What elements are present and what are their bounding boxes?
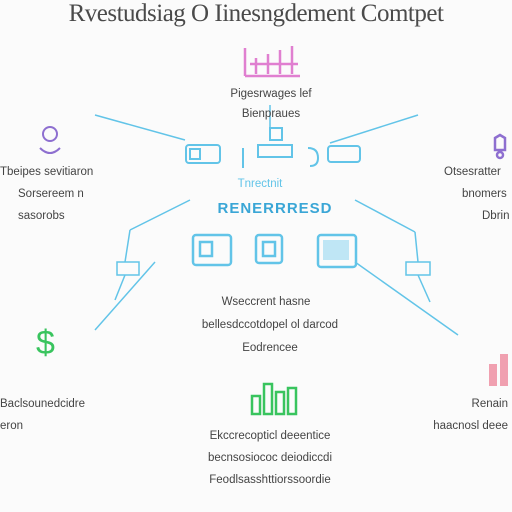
bottom-node-label-2: becnsosiococ deiodiccdi bbox=[207, 452, 333, 464]
top-chart-graphic bbox=[243, 46, 300, 78]
left-bottom-node-label-1: Baclsounedcidre bbox=[0, 398, 86, 410]
connector-right-stub bbox=[417, 274, 431, 303]
connector-left-top bbox=[94, 114, 186, 141]
cable-icon bbox=[307, 147, 320, 167]
top-node-label-1: Pigesrwages lef bbox=[230, 88, 312, 100]
user-graphic bbox=[39, 126, 61, 154]
diagram-title: Rvestudsiag O Iinesngdement Comtpet bbox=[68, 0, 444, 27]
document-box-3-fill bbox=[323, 240, 349, 260]
center-block-label-1: Wseccrent hasne bbox=[221, 296, 311, 308]
bottom-node-label-3: Feodlsasshttiorssoordie bbox=[209, 474, 331, 486]
right-top-node-label-1: Otsesratter bbox=[444, 166, 501, 178]
center-block-label-3: Eodrencee bbox=[242, 342, 298, 354]
document-box-3 bbox=[316, 233, 358, 269]
side-device-right bbox=[405, 261, 431, 276]
document-box-2 bbox=[254, 233, 284, 265]
server-icon bbox=[269, 127, 283, 141]
right-bottom-chart-graphic bbox=[489, 354, 508, 386]
right-bottom-node-label-1: Renain bbox=[471, 398, 508, 410]
right-top-node-label-2: bnomers bbox=[462, 188, 507, 200]
bottom-node-label-1: Ekccrecopticl deeentice bbox=[209, 430, 331, 442]
connector-hub-right bbox=[354, 199, 416, 233]
hub-sub-label: Tnrectnit bbox=[237, 178, 283, 190]
bottom-chart-graphic bbox=[250, 382, 298, 416]
left-top-node-label-2: Sorsereem n bbox=[18, 188, 84, 200]
left-bottom-node-label-2: eron bbox=[0, 420, 24, 432]
side-device-left bbox=[116, 261, 140, 276]
hub-label: RENERRRESD bbox=[217, 200, 333, 217]
connector-left-bottom bbox=[94, 261, 156, 331]
connector-right-top bbox=[329, 114, 419, 144]
device-icon-1-screen bbox=[189, 148, 201, 160]
connector-right-down bbox=[414, 231, 419, 263]
connector-right-bottom bbox=[354, 261, 459, 336]
left-top-node-label-3: sasorobs bbox=[18, 210, 65, 222]
right-top-node-label-3: Dbrin bbox=[482, 210, 510, 222]
left-top-node-label-1: Tbeipes sevitiaron bbox=[0, 166, 94, 178]
device-icon-1 bbox=[185, 144, 221, 164]
link-graphic bbox=[493, 133, 507, 160]
center-block-label-2: bellesdccotdopel ol darcod bbox=[201, 319, 339, 331]
connector-left-stub bbox=[114, 274, 126, 301]
device-icon-2 bbox=[257, 144, 293, 158]
top-node-label-2: Bienpraues bbox=[241, 108, 301, 120]
dollar-icon: $ bbox=[36, 324, 55, 362]
connector-hub-left bbox=[129, 199, 191, 231]
document-box-1-inner bbox=[198, 240, 214, 258]
connector-left-down bbox=[124, 229, 131, 263]
document-box-2-inner bbox=[261, 240, 277, 258]
document-box-1 bbox=[191, 233, 233, 267]
device-icon-3 bbox=[327, 145, 361, 163]
right-bottom-node-label-2: haacnosl deee bbox=[433, 420, 508, 432]
